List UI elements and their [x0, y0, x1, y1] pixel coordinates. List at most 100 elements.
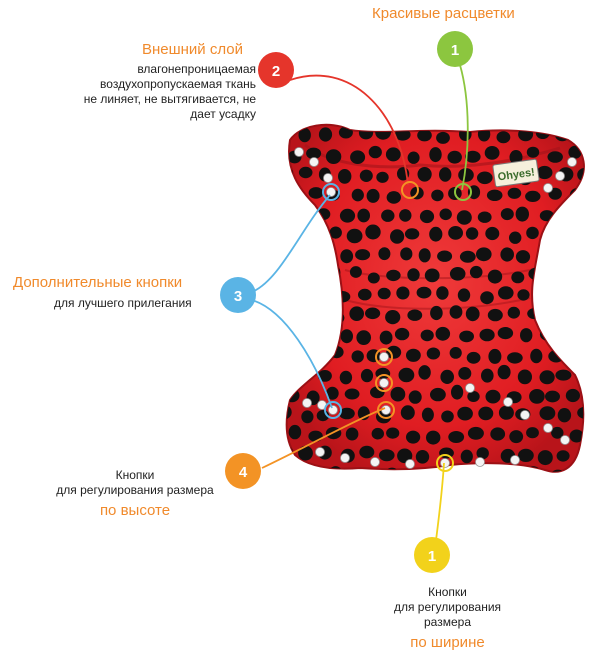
snap-button — [476, 458, 485, 467]
polka-dot — [508, 307, 520, 319]
polka-dot — [318, 328, 333, 342]
polka-dot — [350, 150, 365, 164]
polka-dot — [298, 446, 313, 461]
polka-dot — [518, 370, 532, 385]
polka-dot — [529, 389, 545, 404]
polka-dot — [498, 365, 511, 379]
badge-outer: 2 — [258, 52, 294, 88]
snap-button — [568, 158, 577, 167]
polka-dot — [298, 370, 311, 382]
polka-dot — [571, 266, 584, 278]
polka-dot — [570, 188, 583, 202]
polka-dot — [430, 306, 443, 320]
snap-button — [544, 184, 553, 193]
polka-dot — [359, 446, 374, 459]
polka-dot — [585, 471, 600, 482]
polka-dot — [340, 249, 353, 263]
polka-dot — [485, 227, 499, 240]
polka-dot — [355, 249, 370, 260]
polka-dot — [476, 247, 492, 261]
polka-dot — [540, 370, 555, 384]
polka-dot — [326, 149, 341, 164]
polka-dot — [381, 210, 394, 222]
polka-dot — [277, 372, 293, 383]
snap-button — [504, 398, 513, 407]
polka-dot — [390, 229, 404, 244]
polka-dot — [467, 352, 481, 364]
polka-dot — [526, 227, 539, 239]
svg-text:1: 1 — [428, 548, 436, 565]
polka-dot — [457, 407, 473, 421]
polka-dot — [488, 270, 502, 284]
polka-dot — [487, 190, 503, 201]
polka-dot — [569, 346, 581, 360]
polka-dot — [347, 229, 363, 243]
polka-dot — [376, 172, 388, 183]
callout-colors-title: Красивые расцветки — [372, 5, 515, 23]
polka-dot — [578, 372, 593, 383]
polka-dot — [440, 209, 452, 221]
callout-outer-desc-line: не линяет, не вытягивается, не — [84, 92, 256, 107]
polka-dot — [507, 352, 523, 363]
svg-text:1: 1 — [451, 42, 459, 59]
snap-button — [341, 454, 350, 463]
polka-dot — [420, 210, 434, 223]
svg-text:3: 3 — [234, 288, 242, 305]
polka-dot — [346, 428, 359, 441]
snap-button — [406, 460, 415, 469]
polka-dot — [401, 405, 415, 420]
polka-dot — [576, 209, 590, 221]
polka-dot — [518, 128, 533, 142]
polka-dot — [319, 127, 332, 141]
callout-height-desc-line: для регулирования размера — [50, 483, 220, 498]
snap-button — [556, 172, 565, 181]
polka-dot — [528, 268, 543, 280]
polka-dot — [338, 169, 351, 184]
polka-dot — [358, 289, 372, 301]
polka-dot — [470, 465, 482, 480]
polka-dot — [405, 228, 419, 239]
polka-dot — [559, 328, 573, 340]
polka-dot — [285, 187, 299, 202]
polka-dot — [458, 367, 471, 380]
callout-width-desc-line: для регулирования размера — [380, 600, 515, 630]
polka-dot — [545, 391, 560, 403]
polka-dot — [518, 449, 534, 462]
polka-dot — [352, 189, 364, 202]
polka-dot — [557, 247, 571, 259]
polka-dot — [407, 268, 419, 281]
polka-dot — [547, 311, 560, 324]
snap-button — [310, 158, 319, 167]
polka-dot — [417, 129, 432, 141]
polka-dot — [299, 247, 313, 261]
polka-dot — [365, 225, 380, 240]
polka-dot — [516, 207, 529, 222]
polka-dot — [419, 248, 431, 262]
polka-dot — [578, 290, 594, 304]
leader-line-width — [435, 463, 444, 548]
polka-dot — [301, 410, 313, 423]
snap-button — [303, 399, 312, 408]
polka-dot — [450, 267, 466, 281]
polka-dot — [527, 147, 539, 158]
polka-dot — [460, 251, 476, 263]
polka-dot — [366, 471, 380, 484]
polka-dot — [312, 305, 324, 319]
polka-dot — [296, 209, 310, 224]
snap-button — [466, 384, 475, 393]
polka-dot — [548, 266, 561, 281]
polka-dot — [590, 307, 600, 318]
polka-dot — [277, 289, 291, 303]
polka-dot — [490, 427, 505, 440]
polka-dot — [306, 470, 319, 484]
polka-dot — [425, 269, 440, 283]
polka-dot — [399, 368, 415, 383]
polka-dot — [486, 390, 501, 404]
polka-dot — [500, 247, 514, 261]
polka-dot — [450, 305, 463, 318]
polka-dot — [477, 172, 493, 185]
polka-dot — [407, 310, 422, 321]
polka-dot — [558, 207, 572, 219]
polka-dot — [352, 350, 364, 362]
polka-dot — [289, 425, 302, 439]
